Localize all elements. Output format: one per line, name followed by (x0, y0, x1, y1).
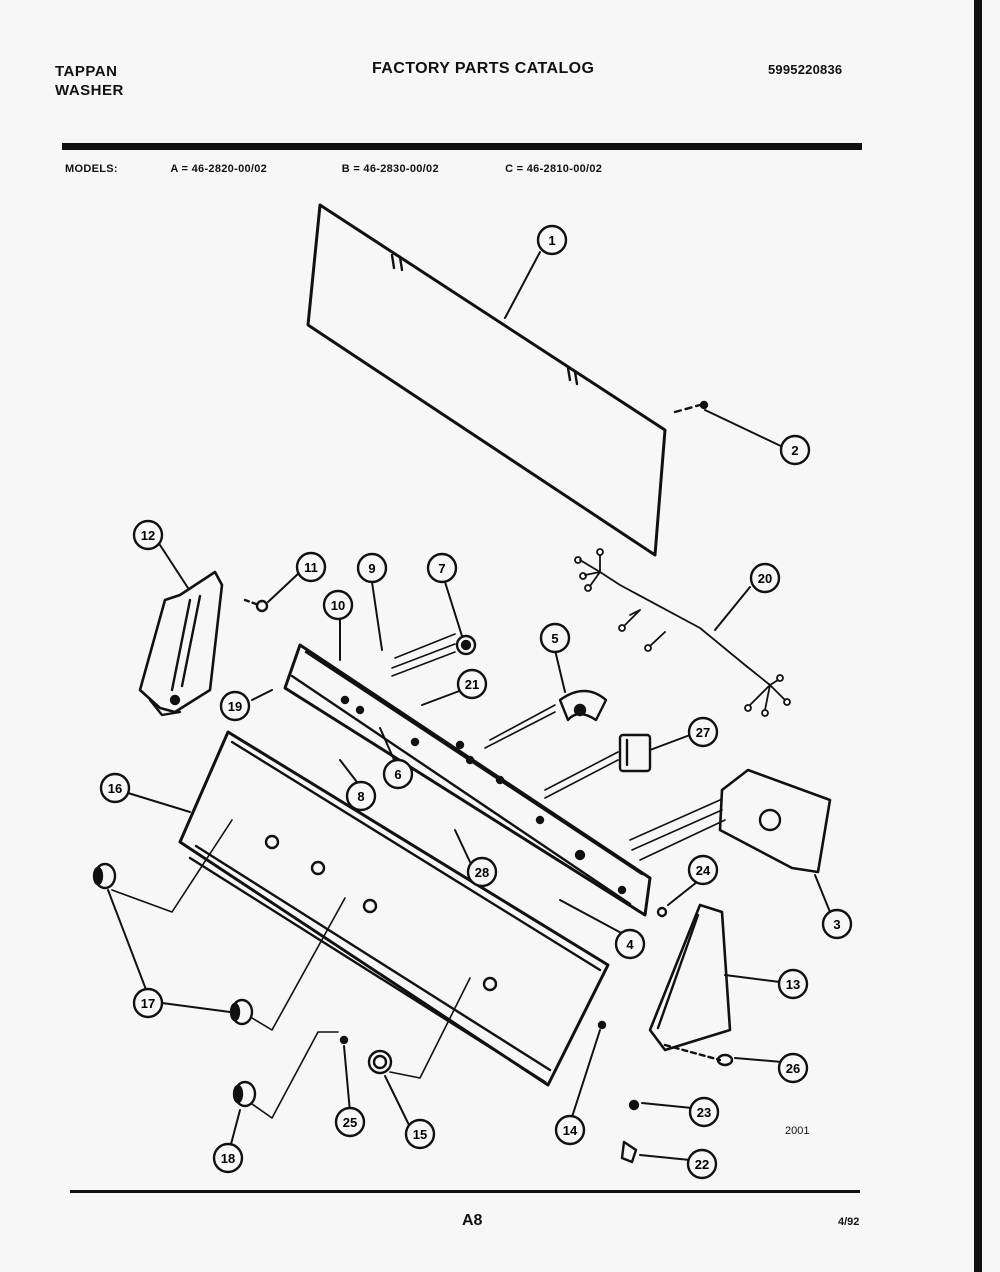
svg-text:26: 26 (786, 1061, 800, 1076)
callout-23: 23 (688, 1096, 720, 1128)
models-label: MODELS: (65, 163, 118, 175)
svg-text:2: 2 (791, 443, 798, 458)
header-rule (62, 143, 862, 150)
part-27 (544, 733, 652, 799)
callout-27: 27 (687, 716, 719, 748)
left-end-bracket-part (138, 570, 224, 717)
callout-26: 26 (777, 1052, 809, 1084)
knob-leader-lines (111, 819, 471, 1119)
svg-text:21: 21 (465, 677, 479, 692)
model-a: A = 46-2820-00/02 (170, 163, 268, 175)
console-front-part (178, 730, 610, 1087)
svg-text:17: 17 (141, 996, 155, 1011)
callout-14: 14 (554, 1114, 586, 1146)
revision-date: 4/92 (838, 1216, 860, 1228)
brand-name: TAPPAN (55, 63, 118, 80)
catalog-title: FACTORY PARTS CATALOG (372, 60, 595, 77)
control-panel-part (283, 643, 652, 917)
rear-panel-part (306, 203, 667, 557)
callout-15: 15 (404, 1118, 436, 1150)
product-type: WASHER (55, 82, 124, 99)
callout-19: 19 (219, 690, 251, 722)
callout-13: 13 (777, 968, 809, 1000)
callout-25: 25 (334, 1106, 366, 1138)
callout-3: 3 (821, 908, 853, 940)
svg-text:19: 19 (228, 699, 242, 714)
svg-text:27: 27 (696, 725, 710, 740)
models-line: MODELS: A = 46-2820-00/02 B = 46-2830-00… (65, 163, 602, 175)
svg-text:11: 11 (304, 560, 318, 575)
callout-12: 12 (132, 519, 164, 551)
catalog-number: 5995220836 (768, 62, 843, 77)
model-b: B = 46-2830-00/02 (341, 163, 439, 175)
svg-text:20: 20 (758, 571, 772, 586)
svg-text:6: 6 (394, 767, 401, 782)
clip-part-11 (243, 598, 269, 613)
callout-4: 4 (614, 928, 646, 960)
callout-1: 1 (536, 224, 568, 256)
callout-18: 18 (212, 1142, 244, 1174)
callout-20: 20 (749, 562, 781, 594)
svg-text:5: 5 (551, 631, 558, 646)
callout-28: 28 (466, 856, 498, 888)
svg-text:1: 1 (548, 233, 555, 248)
callout-17: 17 (132, 987, 164, 1019)
diagram-code: 2001 (785, 1125, 810, 1137)
callout-24: 24 (687, 854, 719, 886)
svg-text:22: 22 (695, 1157, 709, 1172)
callout-21: 21 (456, 668, 488, 700)
callout-leaders (107, 251, 831, 1161)
part-5 (484, 689, 608, 749)
svg-text:24: 24 (696, 863, 711, 878)
callout-2: 2 (779, 434, 811, 466)
svg-text:7: 7 (438, 561, 445, 576)
page-number: A8 (462, 1212, 483, 1229)
svg-text:16: 16 (108, 781, 122, 796)
callout-22: 22 (686, 1148, 718, 1180)
right-end-bracket-part (648, 903, 732, 1052)
wire-harness-part (574, 548, 791, 717)
switch-part-7 (391, 633, 477, 677)
svg-text:12: 12 (141, 528, 155, 543)
hardware-parts (339, 906, 734, 1164)
callout-10: 10 (322, 589, 354, 621)
knob-parts (92, 862, 393, 1108)
callout-6: 6 (382, 758, 414, 790)
callout-5: 5 (539, 622, 571, 654)
footer-rule (70, 1190, 860, 1193)
model-c: C = 46-2810-00/02 (505, 163, 603, 175)
svg-text:10: 10 (331, 598, 345, 613)
svg-text:4: 4 (626, 937, 634, 952)
page-edge (974, 0, 982, 1272)
callout-7: 7 (426, 552, 458, 584)
callout-8: 8 (345, 780, 377, 812)
timer-part (629, 768, 832, 874)
svg-text:25: 25 (343, 1115, 357, 1130)
brand-block: TAPPAN WASHER (55, 62, 124, 100)
svg-text:14: 14 (563, 1123, 578, 1138)
callouts: 1 2 3 4 5 6 7 8 9 10 11 12 13 14 15 16 1… (99, 224, 853, 1180)
svg-text:18: 18 (221, 1151, 235, 1166)
callout-11: 11 (295, 551, 327, 583)
svg-text:8: 8 (357, 789, 364, 804)
svg-text:13: 13 (786, 977, 800, 992)
svg-text:15: 15 (413, 1127, 427, 1142)
svg-text:28: 28 (475, 865, 489, 880)
svg-text:3: 3 (833, 917, 840, 932)
svg-text:9: 9 (368, 561, 375, 576)
callout-9: 9 (356, 552, 388, 584)
svg-text:23: 23 (697, 1105, 711, 1120)
screw-part (673, 400, 709, 414)
callout-16: 16 (99, 772, 131, 804)
